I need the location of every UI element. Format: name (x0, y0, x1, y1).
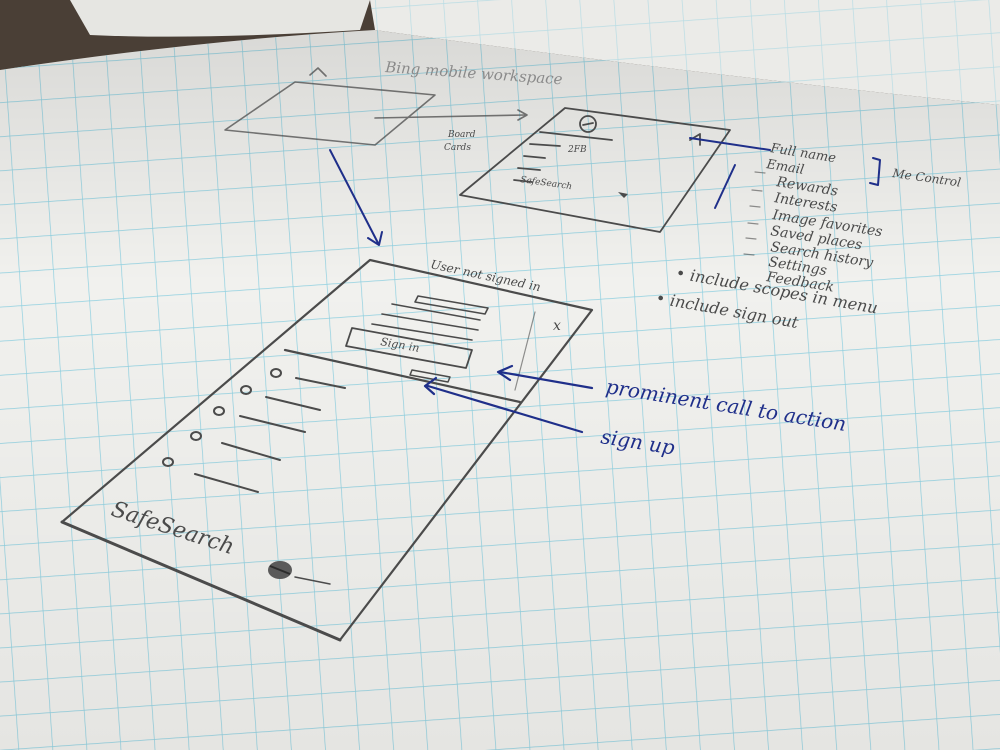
safesearch-toggle-icon[interactable] (268, 561, 292, 579)
cards-label: Cards (444, 143, 471, 153)
phone-close-icon: x (553, 318, 561, 334)
phone-menu (162, 368, 346, 493)
rolled-page-left (70, 0, 370, 37)
me-control-bracket (869, 157, 881, 186)
sign-in-button[interactable] (345, 327, 473, 369)
cta-arrows (423, 364, 594, 434)
phone-text-lines (371, 295, 489, 341)
top-screen-code: 2FB (567, 145, 587, 155)
list-item[interactable] (190, 431, 281, 461)
list-item[interactable] (240, 385, 321, 411)
list-item[interactable] (162, 457, 259, 493)
list-item[interactable] (270, 368, 346, 389)
sign-up-link[interactable] (409, 369, 451, 383)
list-item[interactable] (213, 406, 306, 433)
board-label: Board (447, 130, 476, 140)
list-item: Email (764, 157, 805, 178)
upper-left-sketch (224, 67, 528, 146)
top-phone-annotations (329, 137, 771, 246)
main-phone-sketch (60, 258, 594, 642)
top-screen-gear-icon (618, 192, 628, 198)
